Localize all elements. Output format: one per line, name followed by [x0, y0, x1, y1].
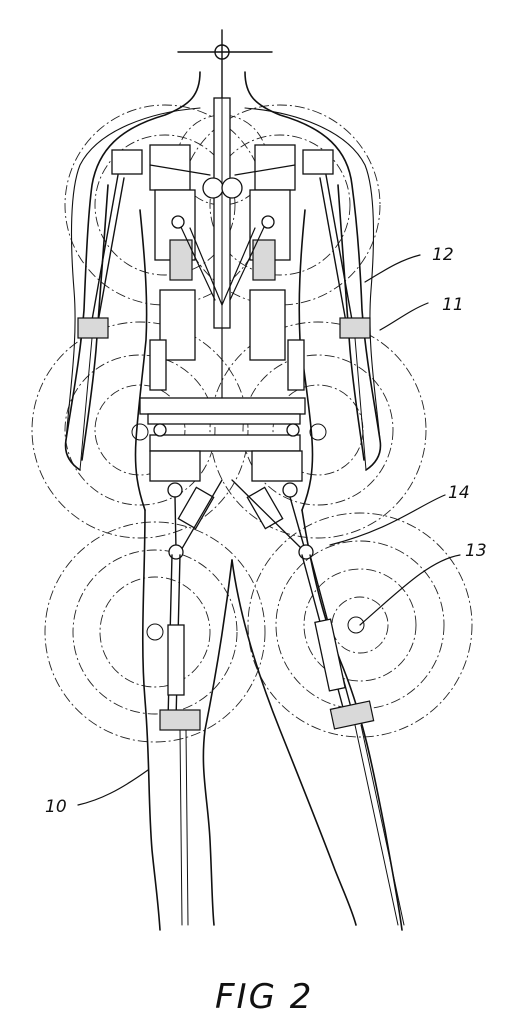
arm-actuator-left — [77, 149, 143, 471]
pelvis-frame — [139, 327, 306, 482]
motion-range-circles — [31, 104, 473, 743]
ref-numeral-13: 13 — [465, 541, 487, 561]
figure-caption: FIG 2 — [215, 977, 313, 1017]
spine-column — [213, 97, 231, 329]
ref-numeral-14: 14 — [448, 483, 470, 503]
shoulder-mechanism-left — [149, 144, 243, 361]
body-outline — [64, 71, 403, 931]
ref-numeral-11: 11 — [442, 295, 464, 315]
thigh-actuator-left — [159, 479, 223, 926]
ref-numeral-12: 12 — [432, 245, 454, 265]
arm-actuator-right — [302, 149, 371, 471]
ref-numeral-10: 10 — [45, 797, 67, 817]
thigh-actuator-right — [231, 479, 405, 926]
shoulder-mechanism-right — [221, 144, 296, 361]
leader-lines — [77, 254, 461, 806]
head-crosshair — [177, 29, 273, 101]
